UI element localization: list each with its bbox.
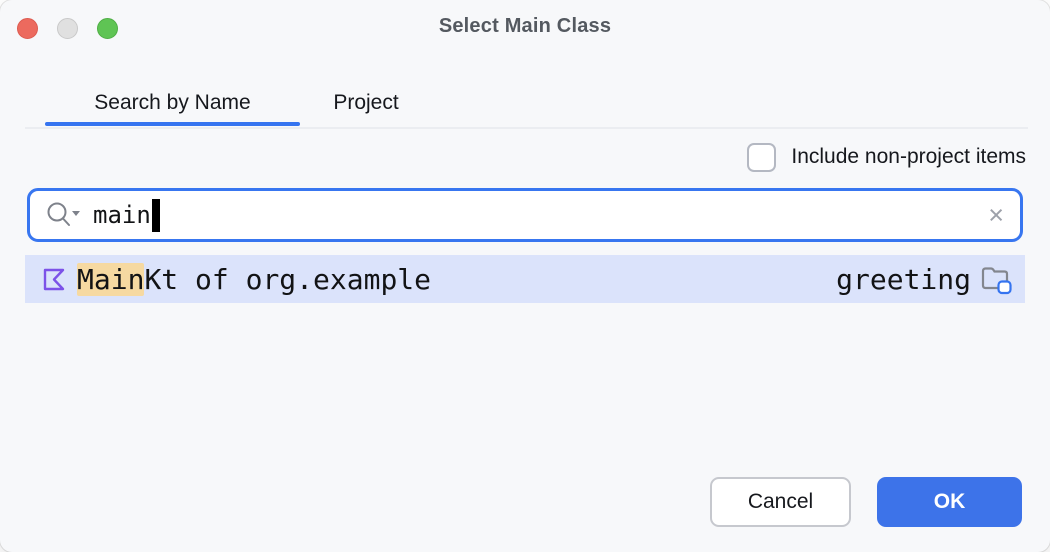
traffic-lights — [17, 18, 118, 39]
tab-project-label: Project — [333, 91, 399, 114]
include-non-project-label[interactable]: Include non-project items — [791, 145, 1026, 168]
cancel-button[interactable]: Cancel — [710, 477, 851, 527]
result-module-name: greeting — [836, 262, 971, 296]
active-tab-underline — [45, 122, 300, 126]
search-match-highlight: Main — [77, 262, 145, 296]
result-row-mainkt[interactable]: MainKt of org.example greeting — [25, 255, 1025, 303]
kotlin-file-icon — [41, 266, 68, 293]
titlebar: Select Main Class — [0, 0, 1050, 56]
search-query-text: main — [93, 201, 151, 229]
search-input[interactable]: main × — [27, 188, 1023, 242]
clear-search-icon[interactable]: × — [988, 199, 1004, 230]
search-with-history-icon[interactable] — [45, 201, 83, 229]
tabs-separator — [25, 127, 1028, 129]
module-folder-icon — [979, 263, 1013, 295]
tab-search-by-name-label: Search by Name — [94, 91, 251, 114]
text-caret — [151, 198, 160, 232]
include-non-project-checkbox[interactable] — [747, 142, 777, 172]
result-class-rest: Kt of org.example — [144, 262, 432, 296]
window-title: Select Main Class — [438, 15, 612, 37]
include-non-project-row: Include non-project items — [747, 141, 1026, 173]
result-class-name: MainKt of org.example — [77, 262, 432, 296]
close-window-button[interactable] — [17, 18, 38, 39]
dialog-footer: Cancel OK — [710, 477, 1022, 527]
ok-button[interactable]: OK — [877, 477, 1022, 527]
tab-search-by-name[interactable]: Search by Name — [45, 84, 300, 122]
minimize-window-button[interactable] — [57, 18, 78, 39]
zoom-window-button[interactable] — [97, 18, 118, 39]
tab-project[interactable]: Project — [302, 84, 430, 122]
